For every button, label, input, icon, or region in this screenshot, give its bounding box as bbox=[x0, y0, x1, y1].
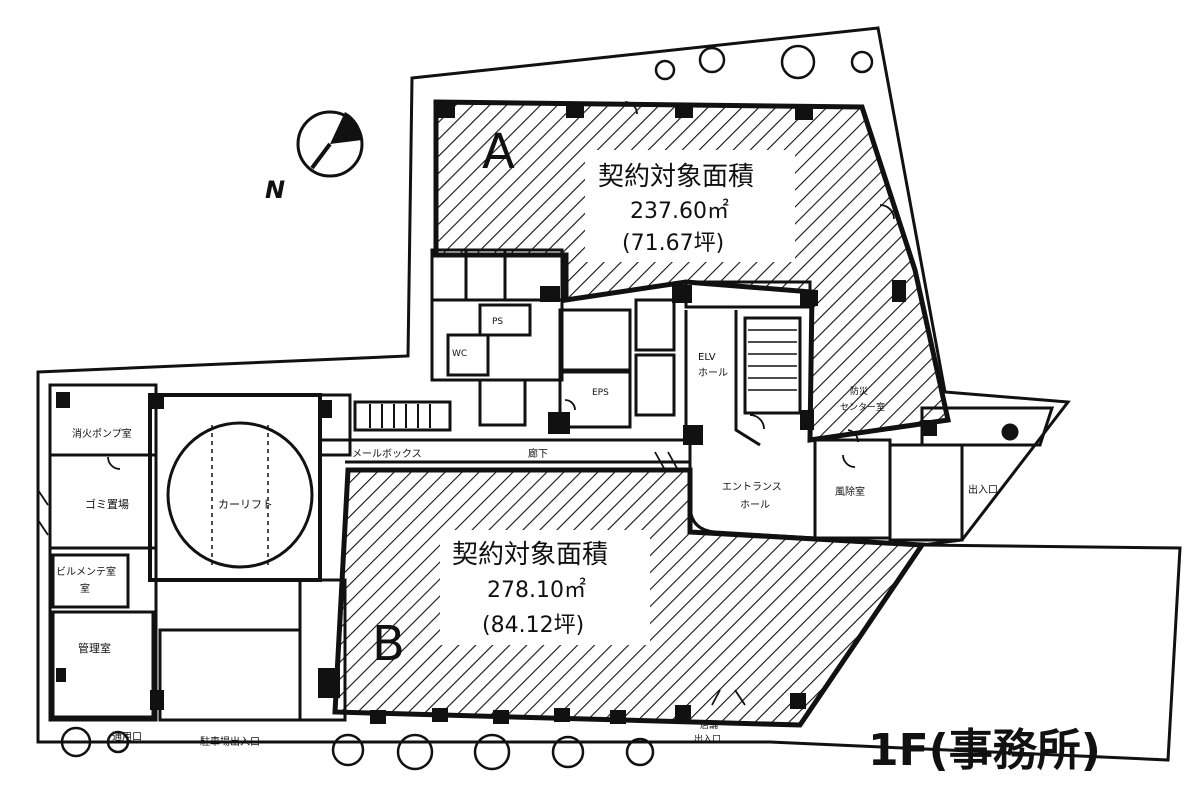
room-ev-hall-1: ELV bbox=[698, 352, 716, 363]
label-side-entry: 通用口 bbox=[112, 731, 142, 743]
room-eps: EPS bbox=[592, 388, 609, 398]
north-arrow-icon bbox=[296, 110, 364, 178]
room-bldg-maint-2: 室 bbox=[80, 582, 90, 595]
corridor bbox=[320, 438, 690, 464]
zone-a-title: 契約対象面積 bbox=[598, 162, 754, 192]
elevator-core bbox=[684, 280, 812, 447]
room-exit-entry: 出入口 bbox=[968, 483, 998, 496]
label-shop-entry-2: 出入口 bbox=[694, 733, 721, 745]
room-disaster-1: 防災 bbox=[850, 385, 868, 397]
zone-b-letter: B bbox=[372, 616, 405, 672]
entrance-rooms bbox=[688, 406, 1055, 542]
room-manager: 管理室 bbox=[78, 641, 111, 655]
room-entrance-2: ホール bbox=[740, 499, 770, 511]
room-fire-pump: 消火ポンプ室 bbox=[72, 427, 132, 440]
room-windbreak: 風除室 bbox=[835, 485, 865, 498]
zone-a-tsubo: (71.67坪) bbox=[622, 231, 724, 256]
zone-b-label-bg bbox=[440, 530, 650, 645]
core-rooms bbox=[430, 248, 676, 429]
zone-a-area: 237.60㎡ bbox=[630, 198, 729, 224]
room-disaster-2: センター室 bbox=[840, 401, 885, 413]
room-garbage: ゴミ置場 bbox=[85, 497, 129, 511]
room-bldg-maint: ビルメンテ室 bbox=[56, 565, 116, 578]
room-mailbox: メールボックス bbox=[352, 448, 422, 460]
stairs bbox=[353, 400, 452, 432]
trees bbox=[60, 44, 874, 771]
car-lift-turntable bbox=[166, 421, 314, 569]
label-parking-entry: 駐車場出入口 bbox=[200, 735, 260, 748]
floor-title: 1F(事務所) bbox=[868, 725, 1101, 776]
doors bbox=[37, 101, 895, 706]
zone-b-tsubo: (84.12坪) bbox=[482, 613, 584, 638]
label-shop-entry-1: 店舗 bbox=[700, 719, 718, 731]
room-wc: WC bbox=[452, 349, 467, 359]
room-ev-hall-2: ホール bbox=[698, 367, 728, 379]
columns bbox=[56, 104, 937, 724]
zone-b-title: 契約対象面積 bbox=[452, 540, 608, 570]
room-corridor: 廊下 bbox=[528, 447, 548, 460]
north-label: N bbox=[265, 176, 285, 204]
zone-b-area: 278.10㎡ bbox=[487, 577, 586, 603]
room-car-lift: カーリフト bbox=[218, 498, 273, 511]
zone-a-label-bg bbox=[585, 150, 795, 262]
room-ps: PS bbox=[492, 317, 503, 327]
zone-a-letter: A bbox=[482, 124, 515, 180]
west-wing-rooms bbox=[48, 383, 352, 722]
room-entrance-1: エントランス bbox=[722, 481, 782, 493]
